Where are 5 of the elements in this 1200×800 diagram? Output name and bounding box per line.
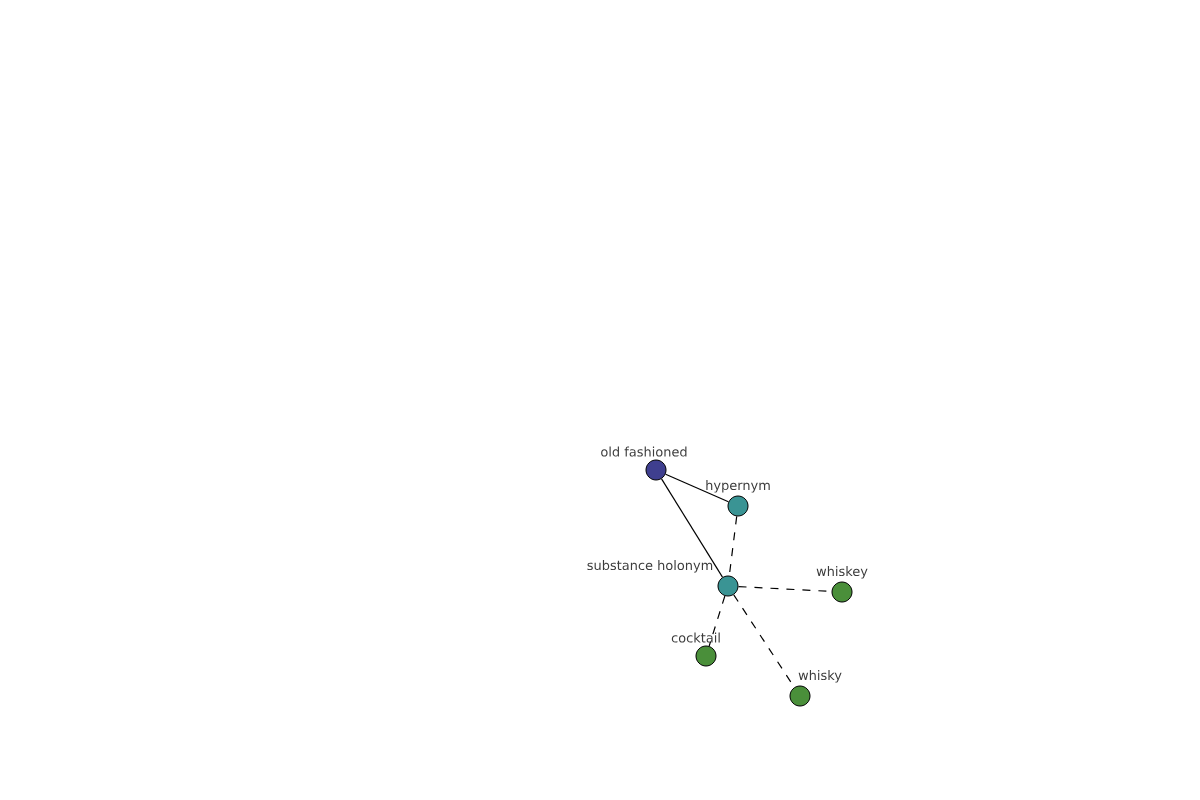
connector-line (733, 594, 795, 688)
connector-line (728, 515, 738, 577)
connector-line (660, 478, 724, 578)
connector-line (708, 595, 726, 647)
connector-line (665, 473, 729, 503)
